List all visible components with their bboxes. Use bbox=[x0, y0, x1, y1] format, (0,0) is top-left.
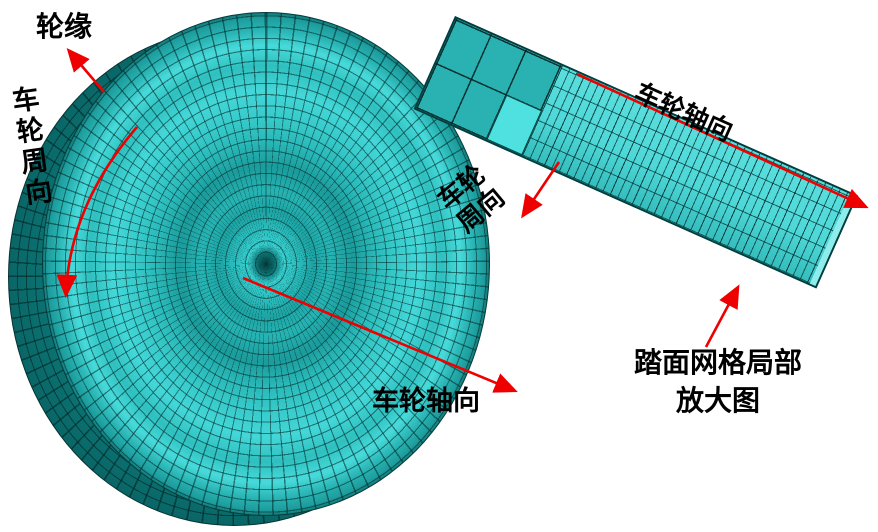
tread-zoom-caption: 踏面网格局部 放大图 bbox=[608, 344, 828, 420]
wheel-axial-label: 车轮轴向 bbox=[372, 386, 480, 417]
flange-label: 轮缘 bbox=[36, 10, 93, 43]
caption-line2: 放大图 bbox=[675, 383, 760, 417]
wheel-mesh bbox=[8, 12, 490, 528]
caption-line1: 踏面网格局部 bbox=[633, 346, 802, 379]
caption-arrow bbox=[704, 284, 740, 348]
